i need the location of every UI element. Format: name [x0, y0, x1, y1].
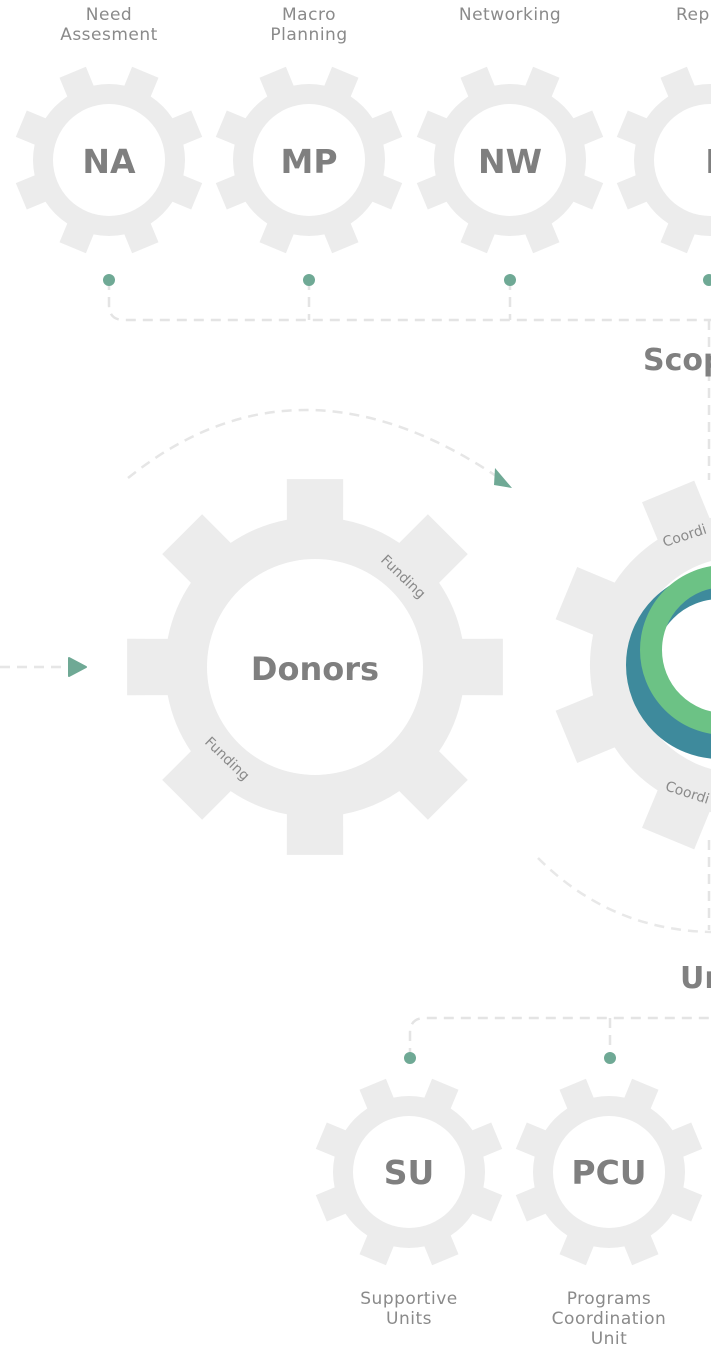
top-gear-row: NA MP NW R: [15, 66, 711, 254]
curved-arrowhead-icon: [494, 468, 512, 488]
scope-heading: Scop: [643, 343, 711, 378]
left-arrowhead-icon: [68, 657, 87, 677]
connector-dots-top: [103, 274, 711, 286]
donors-label: Donors: [251, 650, 379, 688]
top-connectors: [107, 280, 711, 480]
lower-curve-path: [537, 857, 711, 934]
gear-mp-icon: [215, 66, 403, 254]
center-ring-icon: [626, 566, 711, 759]
caption-networking: Networking: [458, 5, 562, 25]
gear-su-abbr: SU: [384, 1153, 435, 1192]
gear-pcu-abbr: PCU: [571, 1153, 646, 1192]
gear-nw-abbr: NW: [478, 142, 542, 181]
bottom-connectors: [408, 1016, 711, 1058]
caption-reporting: Rep: [676, 5, 710, 25]
caption-programs-coordination-unit: Programs Coordination Unit: [551, 1289, 667, 1349]
gear-rep-icon: [616, 66, 711, 254]
gear-na-abbr: NA: [82, 142, 136, 181]
units-heading: Ur: [680, 961, 711, 996]
curved-arrow-path: [127, 408, 506, 484]
donors-gear-icon: [127, 479, 503, 855]
center-gear-icon: [555, 480, 711, 850]
gear-rep-abbr: R: [705, 142, 711, 181]
gear-su-icon: [315, 1078, 503, 1266]
caption-supportive-units: Supportive Units: [360, 1289, 458, 1329]
donors-gear-shape: [127, 479, 503, 855]
gear-na-icon: [15, 66, 203, 254]
bottom-gear-row: SU PCU: [315, 1078, 703, 1266]
gear-nw-icon: [416, 66, 604, 254]
caption-need-assessment: Need Assesment: [60, 5, 158, 45]
gear-pcu-icon: [515, 1078, 703, 1266]
center-gear-shape: [555, 480, 711, 850]
connector-dots-bottom: [404, 1052, 616, 1064]
caption-macro-planning: Macro Planning: [270, 5, 348, 45]
gear-mp-abbr: MP: [280, 142, 337, 181]
